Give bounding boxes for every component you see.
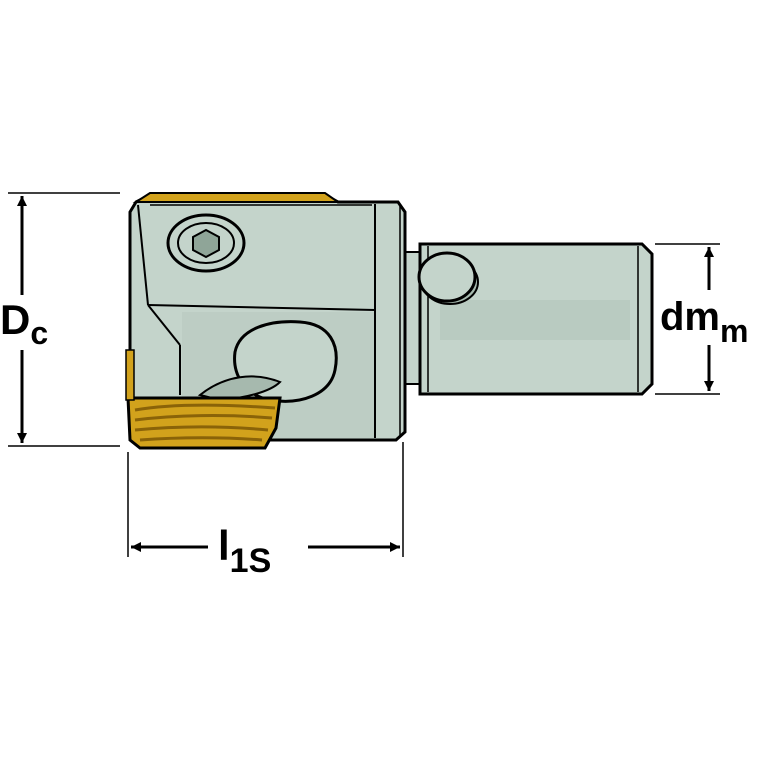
label-dc-sub: c [30, 315, 48, 351]
label-dc-main: D [0, 296, 30, 343]
label-dc: Dc [0, 296, 48, 351]
label-l1s-sub: 1S [230, 542, 272, 580]
cap-screw [166, 213, 246, 273]
cap-screw-inner [177, 222, 235, 264]
label-l1s: l1S [218, 522, 271, 580]
hex-socket-icon [192, 228, 220, 259]
extension-lines [8, 192, 720, 557]
facet-upper-left [137, 204, 149, 306]
insert-flute-3 [134, 425, 269, 432]
insert-flute-2 [134, 414, 273, 422]
label-dm-main: dm [660, 295, 720, 339]
top-insert [132, 192, 342, 203]
cutting-insert [125, 349, 282, 450]
label-l1s-main: l [218, 522, 230, 569]
insert-flute-1 [134, 403, 276, 412]
dimension-arrows [17, 196, 714, 552]
label-dm: dmm [660, 295, 748, 349]
insert-flute-4 [139, 436, 263, 442]
chip-pocket [197, 320, 338, 403]
facet-mid-horizontal [147, 304, 376, 311]
insert-body [126, 396, 282, 450]
screw-head [417, 251, 477, 303]
shank-screw [417, 251, 479, 305]
facet-lower-left [147, 304, 181, 346]
shank-flat [440, 300, 630, 340]
label-dm-sub: m [720, 313, 748, 349]
insert-side-strip [125, 349, 135, 401]
